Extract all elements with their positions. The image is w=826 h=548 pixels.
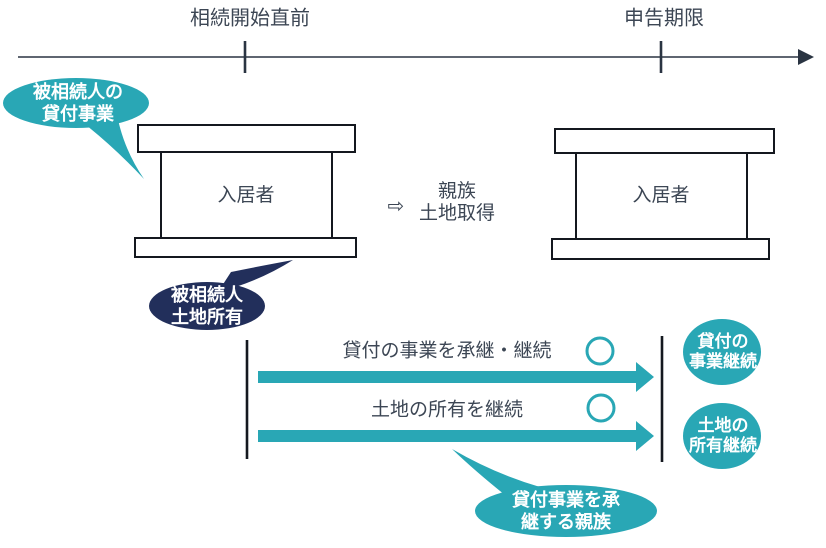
heir-line1: 貸付事業を承: [512, 490, 620, 510]
heir-bubble: [475, 485, 657, 537]
land-owner-bubble: [149, 282, 265, 330]
timeline-label-deadline: 申告期限: [624, 7, 704, 30]
ok-circle-land-icon: [586, 393, 616, 423]
ok-circle-business-icon: [585, 336, 615, 366]
result-business-text: 貸付の 事業継続: [689, 332, 757, 372]
land-owner-line1: 被相続人: [171, 285, 243, 305]
left-building-label: 入居者: [217, 185, 275, 206]
land-owner-line2: 土地所有: [171, 307, 243, 327]
result-ellipse-land: [683, 403, 761, 469]
transfer-text: 親族 土地取得: [419, 181, 495, 225]
timeline-label-start: 相続開始直前: [190, 7, 310, 30]
left-building-roof: [137, 124, 356, 153]
right-building-base: [551, 238, 770, 260]
heir-bubble-tail: [452, 449, 540, 495]
result-business-line2: 事業継続: [689, 352, 757, 371]
left-building-base: [134, 237, 357, 258]
business-continuation-arrow: [258, 362, 654, 392]
heir-bubble-text: 貸付事業を承 継する親族: [512, 489, 620, 533]
result-business-line1: 貸付の: [697, 332, 749, 351]
decedent-business-bubble-text: 被相続人の 貸付事業: [33, 81, 123, 125]
decedent-business-line1: 被相続人の: [33, 82, 123, 102]
decedent-business-line2: 貸付事業: [42, 104, 114, 124]
decedent-business-bubble-tail: [86, 115, 144, 179]
row-label-land: 土地の所有を継続: [370, 399, 524, 421]
result-ellipse-business: [683, 319, 761, 385]
row-label-business: 貸付の事業を承継・継続: [342, 340, 552, 362]
result-land-line2: 所有継続: [689, 436, 757, 455]
left-building-body: [160, 151, 333, 239]
land-continuation-arrow: [258, 421, 654, 451]
decedent-business-bubble: [3, 78, 149, 128]
result-land-text: 土地の 所有継続: [689, 416, 757, 456]
result-land-line1: 土地の: [697, 416, 749, 435]
right-building-roof: [554, 128, 775, 154]
land-owner-bubble-tail: [218, 260, 293, 292]
transfer-line1: 親族: [437, 181, 477, 202]
transfer-line2: 土地取得: [418, 203, 496, 224]
transfer-arrow-icon: ⇨: [387, 195, 405, 218]
right-building-label: 入居者: [632, 185, 690, 206]
timeline-arrowhead-icon: [798, 49, 814, 65]
heir-line2: 継する親族: [521, 512, 611, 532]
land-owner-bubble-text: 被相続人 土地所有: [171, 284, 243, 328]
